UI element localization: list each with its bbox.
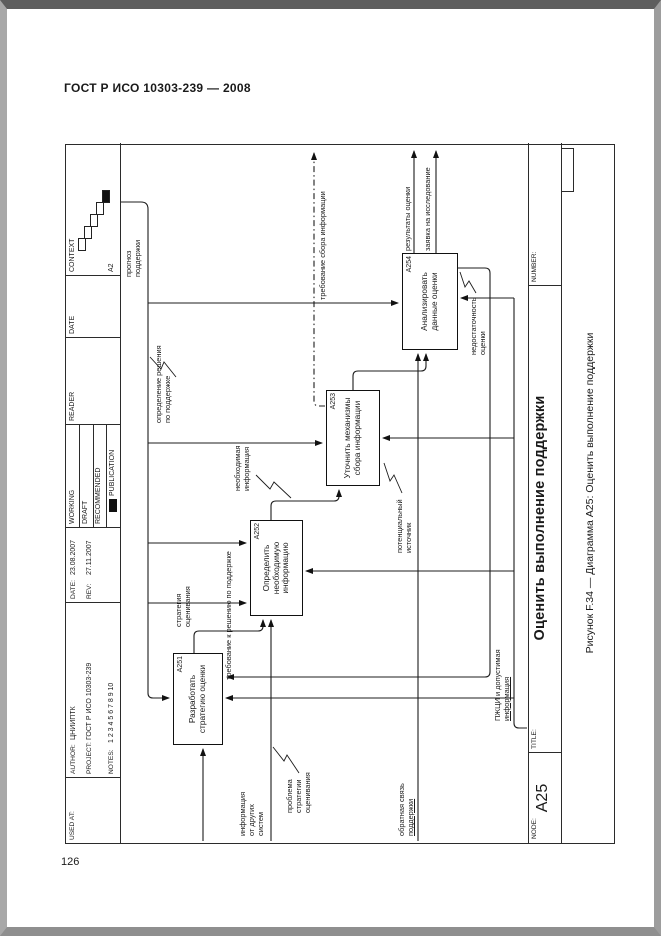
publication-label: PUBLICATION xyxy=(109,449,116,496)
diagram-title: Оценить выполнение поддержки xyxy=(532,395,548,641)
date-label: DATE: xyxy=(70,580,77,599)
working-row-line xyxy=(79,425,80,528)
publication-mark xyxy=(109,499,117,512)
activity-name: Определить необходимую информацию xyxy=(261,541,291,595)
date2-label: DATE xyxy=(69,315,76,334)
activity-name: Разработать стратегию оценки xyxy=(187,664,207,734)
header-separator xyxy=(66,777,120,778)
arrow-label-trebovanie-resheniyu: требование к решению по поддержке xyxy=(224,551,233,680)
header-separator xyxy=(66,275,120,276)
number-corner-notch xyxy=(561,148,574,192)
recommended-label: RECOMMENDED xyxy=(95,467,102,524)
used-at-label: USED AT: xyxy=(69,811,76,840)
activity-name: Уточнить механизмы сбора информации xyxy=(342,397,362,479)
activity-box-a253: Уточнить механизмы сбора информации A253 xyxy=(326,390,380,486)
working-row-line xyxy=(106,425,107,528)
node-value: A25 xyxy=(534,783,551,813)
context-node-value: A2 xyxy=(108,263,115,272)
activity-box-a252: Определить необходимую информацию A252 xyxy=(250,520,303,616)
working-label: WORKING xyxy=(69,489,76,524)
activity-number: A252 xyxy=(254,523,261,540)
arrow-label-nedostatochnost: недостаточность оценки xyxy=(469,297,487,355)
rev-label: REV: xyxy=(86,583,93,599)
arrow-label-potentsialnyy: потенциальный источник xyxy=(395,499,413,553)
working-row-line xyxy=(93,425,94,528)
project-label: PROJECT: xyxy=(86,742,93,774)
activity-number: A253 xyxy=(330,393,337,410)
author-label: AUTHOR: xyxy=(70,744,77,774)
bottom-separator xyxy=(528,285,561,286)
bottom-separator xyxy=(528,752,561,753)
figure-f34: USED AT: AUTHOR: ЦНИИПТК PROJECT: ГОСТ Р… xyxy=(65,143,615,844)
context-node-box-current xyxy=(102,190,110,203)
activity-number: A251 xyxy=(177,656,184,673)
activity-box-a254: Анализировать данные оценки A254 xyxy=(402,253,458,350)
arrow-label-trebovanie-sbora: требование сбора информации xyxy=(318,191,327,300)
header-separator xyxy=(66,337,120,338)
arrow-label-informatsiya-drugikh: информация от других систем xyxy=(238,791,265,836)
context-node-box xyxy=(90,214,98,227)
number-label: NUMBER: xyxy=(531,251,538,282)
project-value: ГОСТ Р ИСО 10303-239 xyxy=(86,662,93,740)
header-separator xyxy=(66,602,120,603)
arrow-label-rezultaty: результаты оценки xyxy=(403,186,412,251)
rev-value: 27.11.2007 xyxy=(86,540,93,575)
arrow-label-strategiya: стратегия оценивания xyxy=(174,586,192,627)
author-value: ЦНИИПТК xyxy=(70,706,77,740)
page-number: 126 xyxy=(61,856,80,868)
context-node-box xyxy=(84,226,92,239)
idef0-rotated-sheet: USED AT: AUTHOR: ЦНИИПТК PROJECT: ГОСТ Р… xyxy=(65,143,615,844)
notes-value: 1 2 3 4 5 6 7 8 9 10 xyxy=(108,682,115,743)
arrow-label-opredelenie: определение решения по поддержке xyxy=(154,345,172,423)
notes-label: NOTES: xyxy=(108,749,115,774)
context-node-box xyxy=(96,202,104,215)
standard-designation: ГОСТ Р ИСО 10303-239 — 2008 xyxy=(64,81,251,95)
activity-box-a251: Разработать стратегию оценки A251 xyxy=(173,653,223,745)
arrow-label-problema: проблема стратегии оценивания xyxy=(285,772,312,813)
context-label: CONTEXT xyxy=(69,238,76,272)
context-node-box xyxy=(78,238,86,251)
reader-label: READER xyxy=(69,391,76,421)
arrow-label-neobkhodimaya: необходимая информация xyxy=(233,445,251,491)
arrow-label-zayavka: заявка на исследование xyxy=(423,167,432,251)
activity-name: Анализировать данные оценки xyxy=(419,272,439,331)
figure-caption: Рисунок F.34 — Диаграмма А25: Оценить вы… xyxy=(584,332,596,654)
date-value: 23.08.2007 xyxy=(70,539,77,575)
activity-number: A254 xyxy=(406,256,413,273)
arrow-label-prognoz: прогноз поддержки xyxy=(124,239,142,277)
draft-label: DRAFT xyxy=(82,500,89,524)
